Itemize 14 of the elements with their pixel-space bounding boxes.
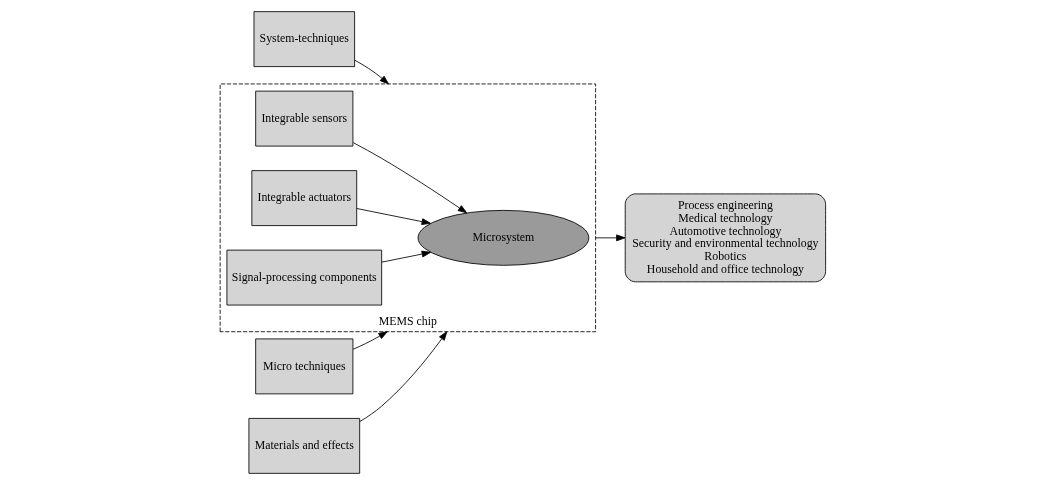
node-box: Integrable sensors	[254, 90, 353, 147]
arrow	[355, 208, 431, 225]
arrow	[352, 331, 388, 350]
node-box: Integrable actuators	[250, 170, 357, 226]
node-box: Materials and effects	[247, 417, 360, 474]
arrow	[354, 59, 389, 85]
arrow	[380, 250, 431, 263]
node-box: System-techniques	[253, 11, 355, 68]
arrow	[594, 234, 625, 242]
node-box: Micro techniques	[254, 338, 353, 395]
node-box: Process engineering Medical technology Automotive technology Security and environmental technology Robotics Household and office technology	[624, 193, 826, 283]
arrow	[352, 142, 467, 214]
node-box: Signal-processing components	[226, 249, 382, 306]
arrow	[358, 331, 447, 422]
